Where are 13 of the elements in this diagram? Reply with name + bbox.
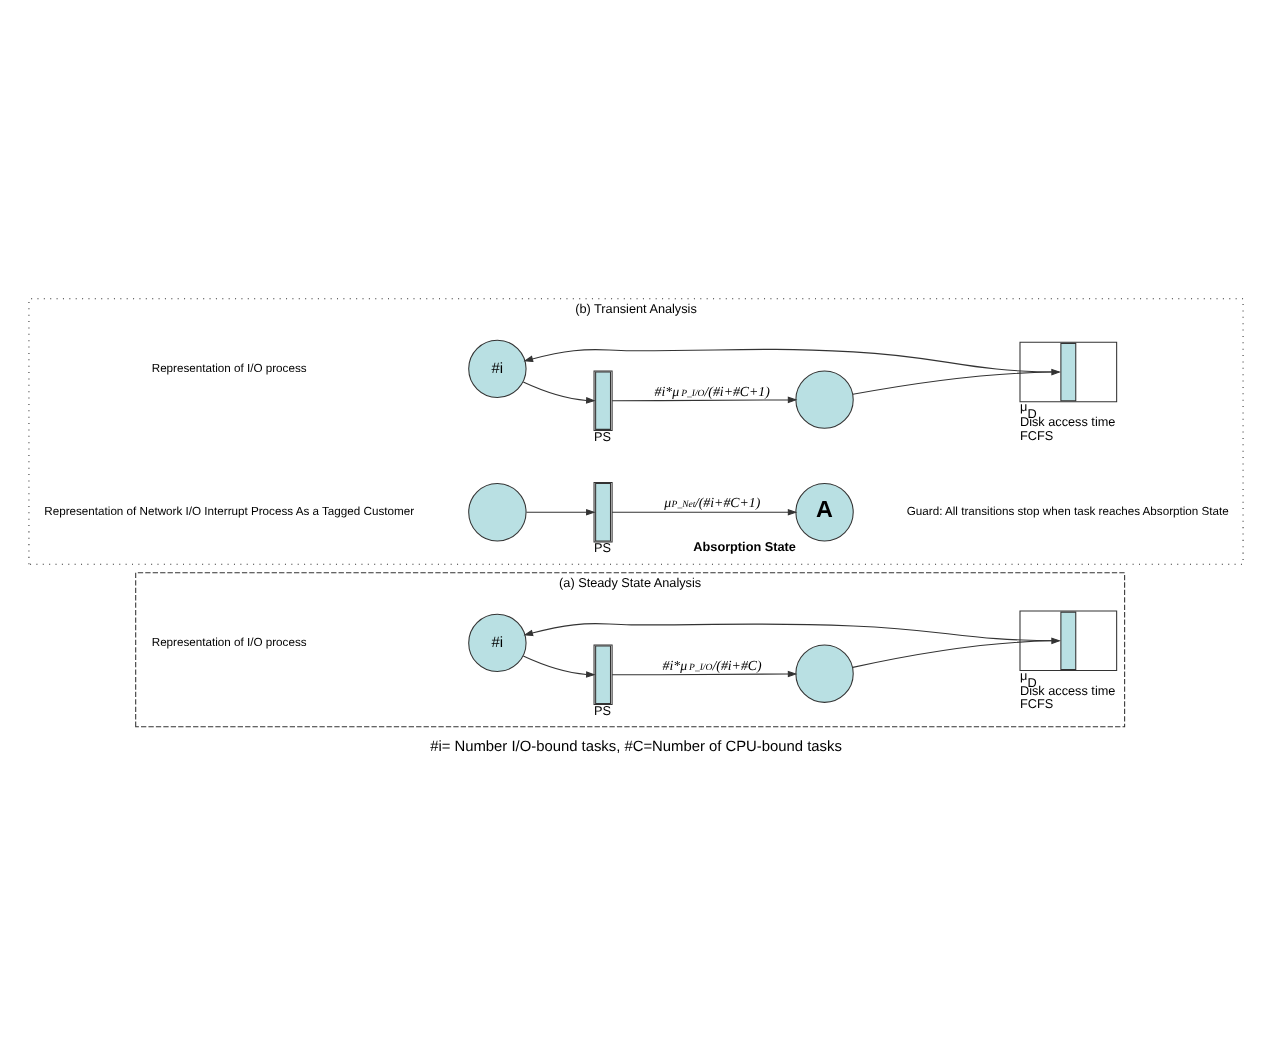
arrow [611, 670, 798, 678]
arrow [525, 508, 596, 516]
arrow [522, 381, 596, 404]
node-circle [795, 370, 854, 429]
node-circle: A [795, 483, 854, 542]
arrow [523, 348, 1060, 373]
arrow [852, 637, 1061, 668]
node-circle [468, 483, 527, 542]
node-circle [795, 644, 854, 703]
arrow [611, 396, 798, 404]
arrow [523, 623, 1060, 642]
arrow [522, 655, 596, 678]
arrow [611, 508, 798, 516]
